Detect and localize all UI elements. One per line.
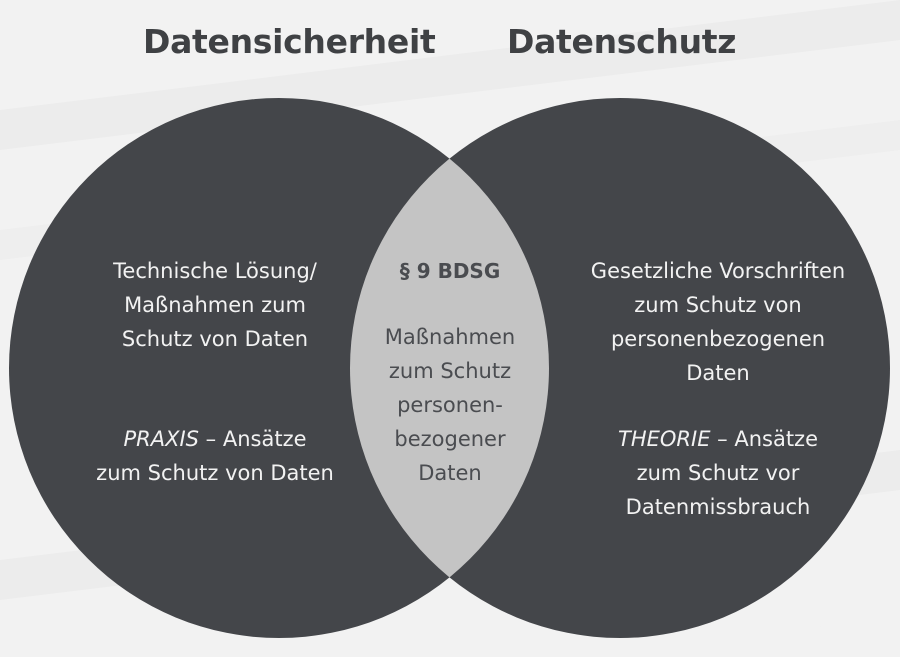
description-line: Gesetzliche Vorschriften (590, 259, 846, 283)
registered-mark: ® (863, 624, 871, 633)
description-line: Maßnahmen (384, 325, 516, 349)
description-line: Daten (686, 361, 750, 385)
datensicherheit-title: Datensicherheit (143, 22, 436, 61)
approach-line: zum Schutz vor (636, 461, 800, 485)
description-line: Maßnahmen zum (124, 293, 306, 317)
description-line: personenbezogenen (610, 327, 826, 351)
datenschutz-description: Gesetzliche Vorschriften zum Schutz von … (563, 254, 873, 390)
brand-name: Büro-Kaizen (768, 624, 864, 640)
approach-line: zum Schutz von Daten (96, 461, 334, 485)
description-line: zum Schutz (388, 359, 512, 383)
brand-logo: Büro-Kaizen® (768, 624, 871, 640)
praxis-approach: PRAXIS – Ansätze zum Schutz von Daten (60, 422, 370, 490)
approach-line: Datenmissbrauch (625, 495, 811, 519)
description-line: zum Schutz von (634, 293, 802, 317)
approach-line: THEORIE – Ansätze (563, 422, 873, 456)
approach-suffix: – Ansätze (710, 427, 818, 451)
approach-suffix: – Ansätze (199, 427, 307, 451)
datensicherheit-description: Technische Lösung/ Maßnahmen zum Schutz … (60, 254, 370, 356)
intersection-area (350, 98, 549, 638)
intersection-description: Maßnahmen zum Schutz personen- bezogener… (340, 320, 560, 490)
description-line: Technische Lösung/ (113, 259, 317, 283)
description-line: personen- (397, 393, 503, 417)
description-line: bezogener (394, 427, 506, 451)
description-line: Schutz von Daten (121, 327, 309, 351)
praxis-keyword: PRAXIS (123, 427, 199, 451)
datenschutz-title: Datenschutz (507, 22, 737, 61)
theorie-approach: THEORIE – Ansätze zum Schutz vor Datenmi… (563, 422, 873, 524)
description-line: Daten (418, 461, 482, 485)
approach-line: PRAXIS – Ansätze (60, 422, 370, 456)
bdsg-paragraph: § 9 BDSG (399, 259, 501, 283)
theorie-keyword: THEORIE (618, 427, 711, 451)
